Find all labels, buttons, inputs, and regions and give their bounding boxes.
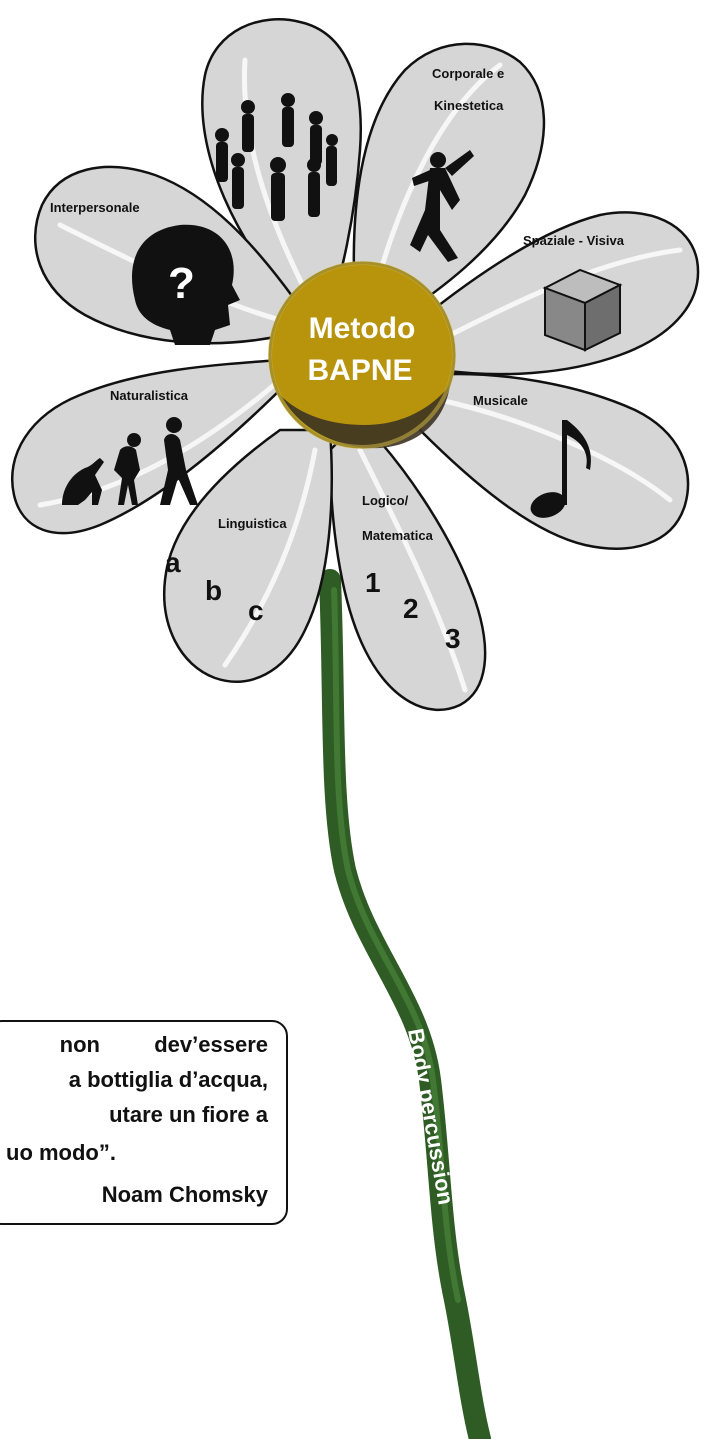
label-spaziale: Spaziale - Visiva [523, 233, 625, 248]
quote-box: non dev’essere a bottiglia d’acqua, utare… [0, 1020, 288, 1225]
people-silhouettes-icon [215, 93, 338, 221]
stem-label: Body percussion [403, 1027, 459, 1207]
label-musicale: Musicale [473, 393, 528, 408]
petal-musicale [418, 372, 690, 550]
quote-line-1a: non [59, 1032, 100, 1057]
letter-a: a [165, 547, 181, 578]
dancer-silhouette-icon [410, 150, 474, 262]
quote-author: Noam Chomsky [101, 1182, 268, 1207]
head-question-icon: ? [132, 224, 240, 345]
stem [319, 569, 491, 1439]
label-corporale-line2: Kinestetica [434, 98, 504, 113]
quote-line-2: a bottiglia d’acqua, [68, 1067, 268, 1092]
label-linguistica: Linguistica [218, 516, 287, 531]
letter-b: b [205, 575, 222, 606]
quote-line-1: non dev’essere [60, 1032, 268, 1058]
svg-text:?: ? [168, 259, 195, 308]
label-naturalistica: Naturalistica [110, 388, 189, 403]
letter-c: c [248, 595, 264, 626]
quote-line-1b: dev’essere [154, 1032, 268, 1057]
petal-linguistica [163, 428, 333, 683]
number-2: 2 [403, 593, 419, 624]
center-title-line1: Metodo [309, 312, 416, 345]
number-1: 1 [365, 567, 381, 598]
label-corporale-line1: Corporale e [432, 66, 504, 81]
label-logico-line1: Logico/ [362, 493, 409, 508]
number-3: 3 [445, 623, 461, 654]
music-note-icon [530, 420, 591, 518]
quote-line-4: uo modo”. [6, 1140, 116, 1165]
center-title-line2: BAPNE [307, 354, 412, 387]
evolution-icon [62, 417, 198, 505]
cube-icon [542, 268, 623, 352]
label-logico-line2: Matematica [362, 528, 434, 543]
quote-line-3: utare un fiore a [109, 1102, 268, 1127]
label-interpersonale: Interpersonale [50, 200, 140, 215]
